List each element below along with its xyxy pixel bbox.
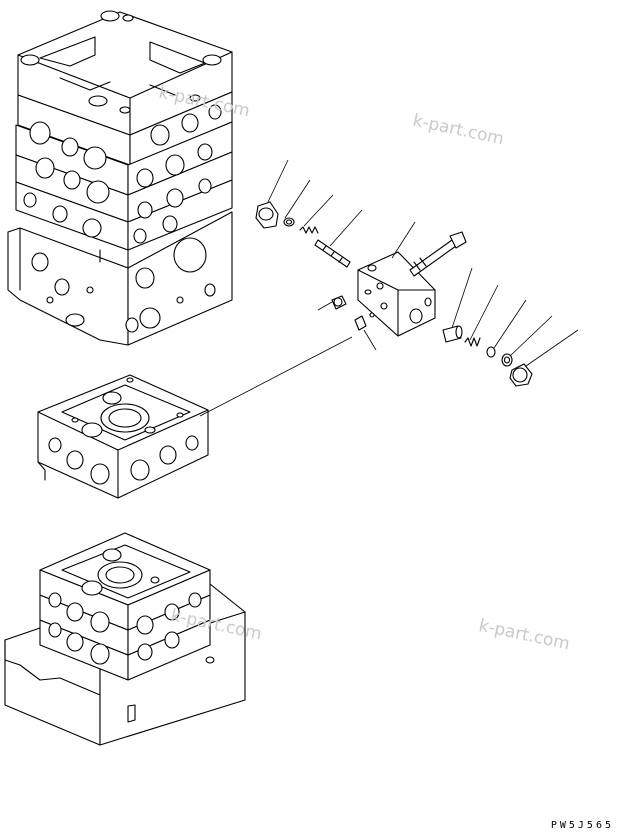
mounting-bolt xyxy=(409,231,467,277)
small-fittings xyxy=(331,295,367,331)
control-valve-assembly xyxy=(7,10,233,346)
assembly-leader-line xyxy=(199,336,353,417)
callout-leader-lines xyxy=(267,159,579,367)
bottom-valve-section xyxy=(4,532,246,746)
right-parts-stack xyxy=(442,325,533,387)
middle-valve-section xyxy=(37,374,209,499)
left-parts-stack xyxy=(255,201,351,268)
drawing-code: PW5J565 xyxy=(550,820,614,831)
